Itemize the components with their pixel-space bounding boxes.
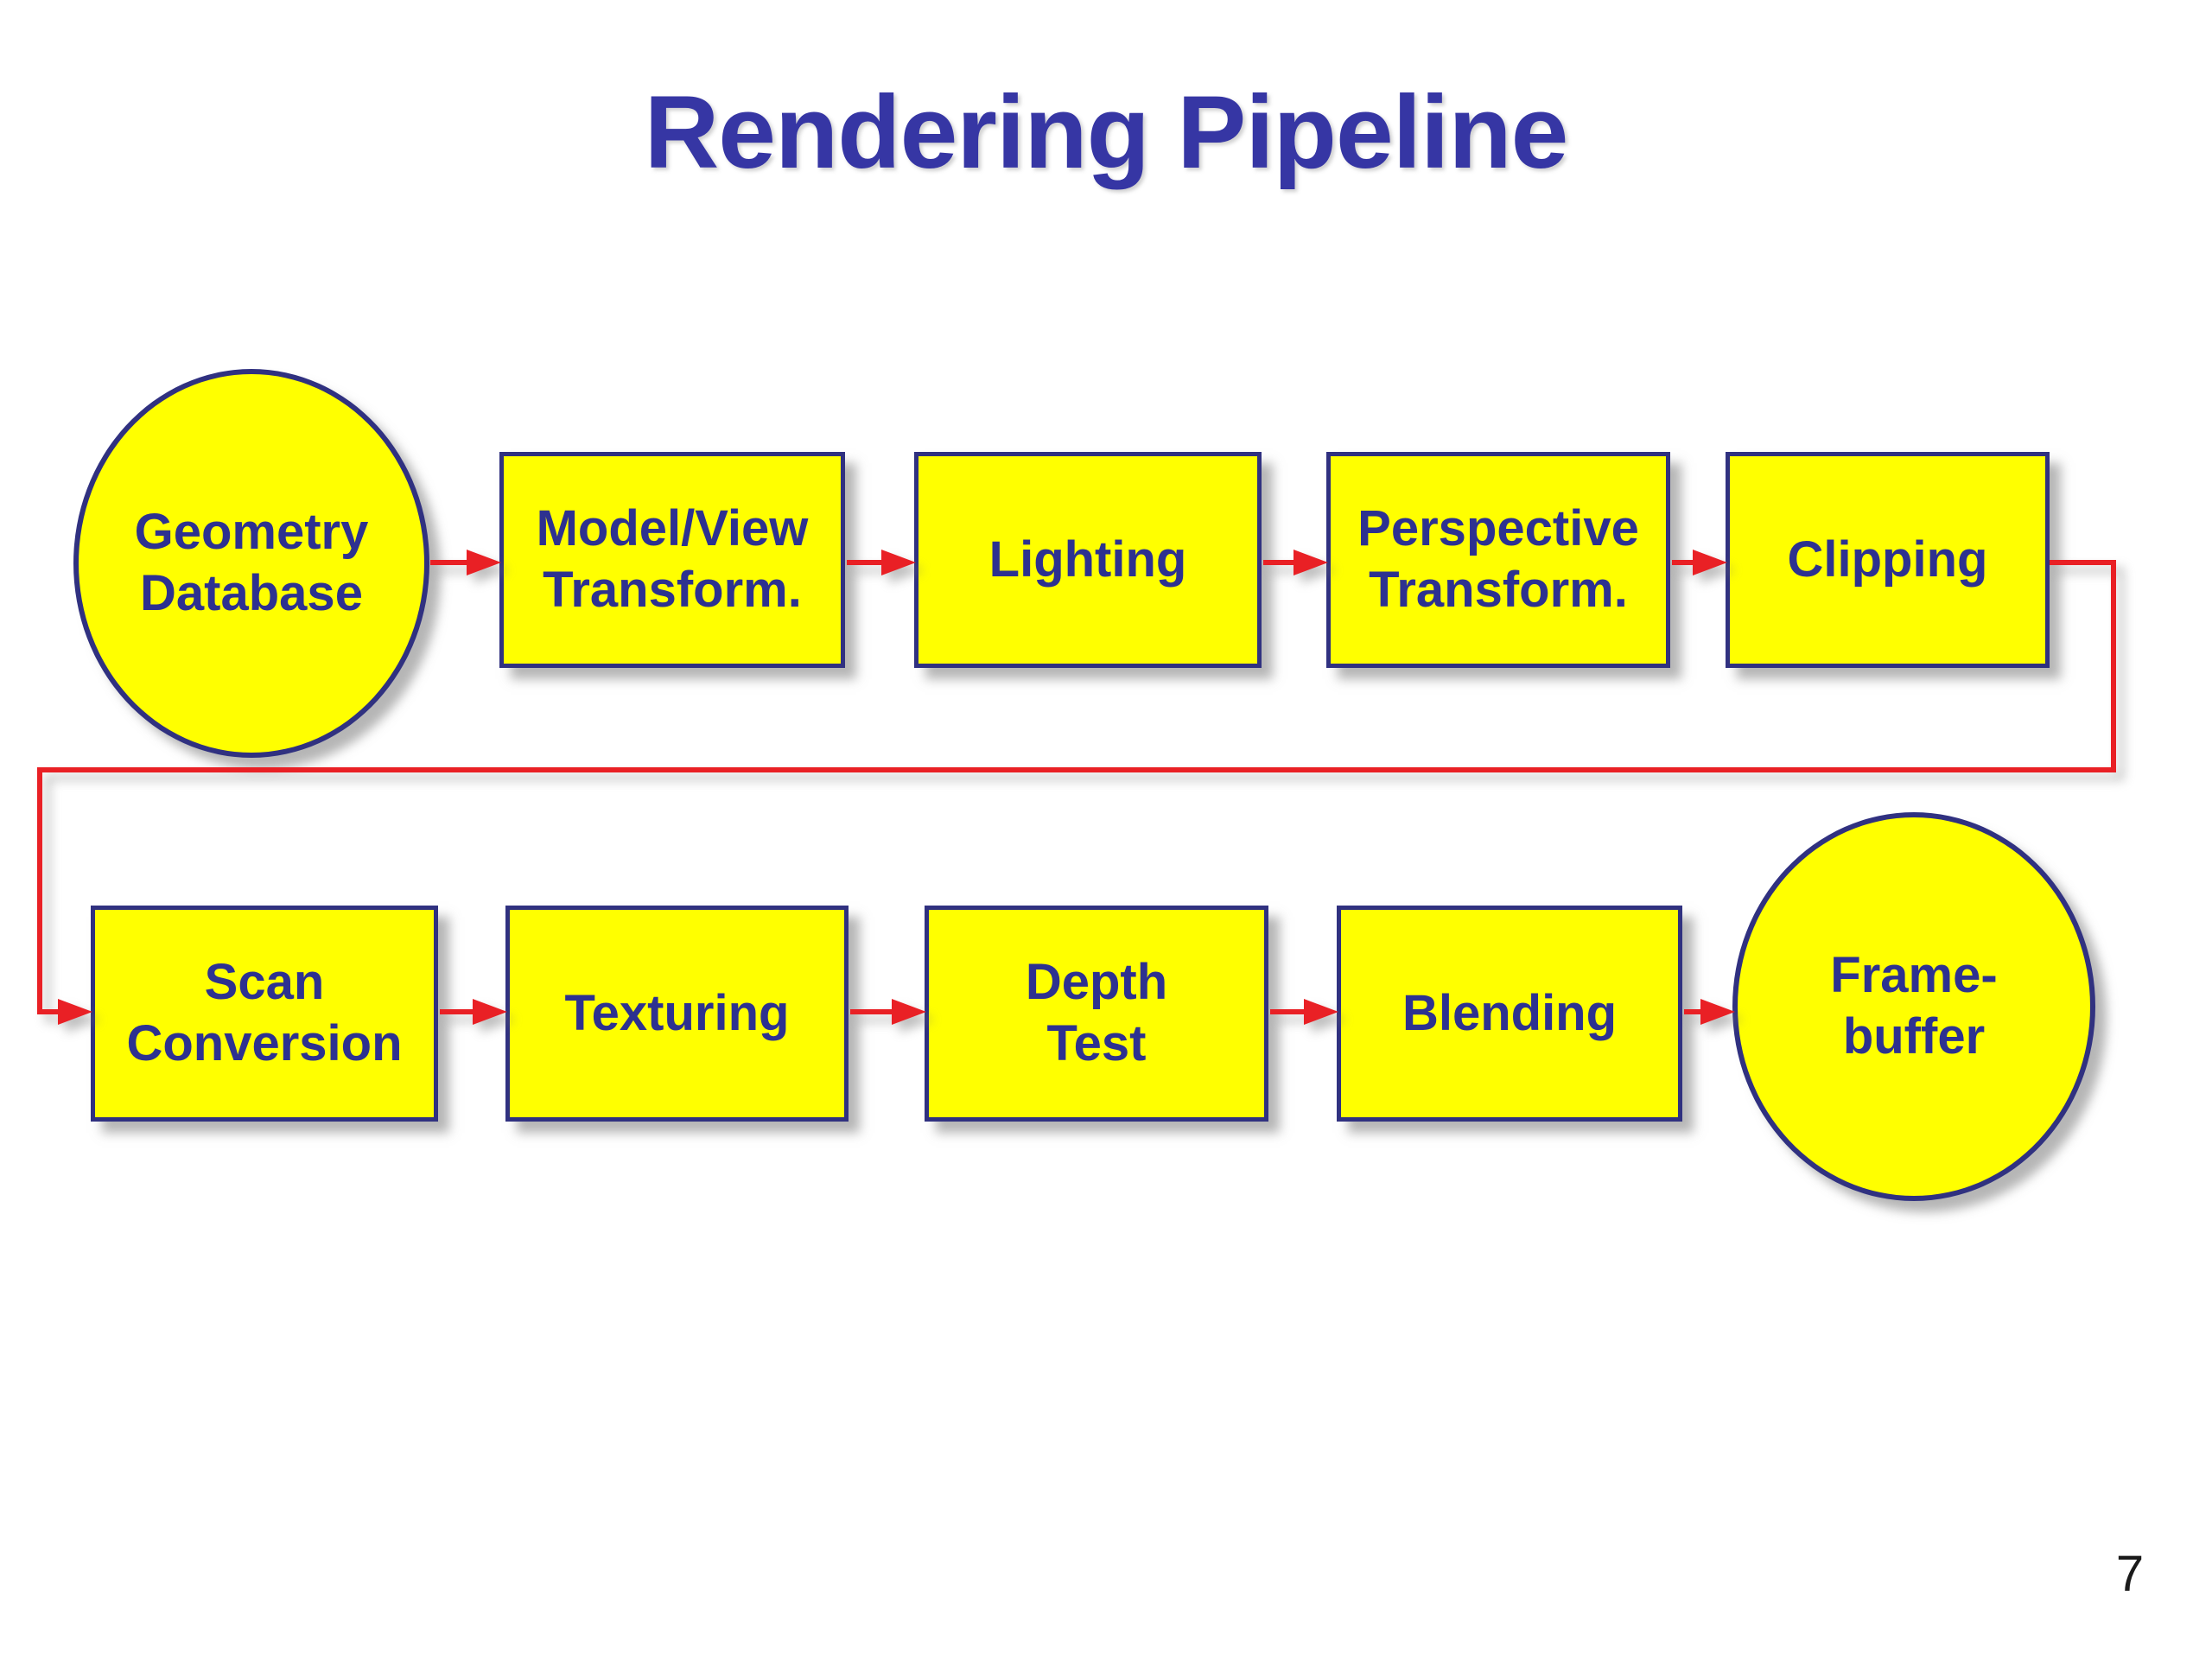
- arrow-scan-to-texturing: [440, 999, 507, 1025]
- arrow-depth-to-blending: [1270, 999, 1338, 1025]
- node-label: Frame- buffer: [1830, 947, 1998, 1065]
- node-scan-conversion: Scan Conversion: [91, 906, 438, 1122]
- node-label: Model/View Transform.: [536, 500, 809, 618]
- node-geometry-database: Geometry Database: [73, 369, 429, 758]
- node-blending: Blending: [1337, 906, 1682, 1122]
- node-label: Depth Test: [1025, 954, 1168, 1071]
- node-lighting: Lighting: [914, 452, 1262, 668]
- arrow-geometry-to-modelview: [430, 550, 501, 575]
- node-label: Blending: [1402, 984, 1618, 1041]
- node-model-view-transform: Model/View Transform.: [499, 452, 845, 668]
- node-clipping: Clipping: [1726, 452, 2050, 668]
- node-label: Perspective Transform.: [1357, 500, 1639, 618]
- node-label: Texturing: [564, 984, 790, 1041]
- node-framebuffer: Frame- buffer: [1732, 812, 2095, 1201]
- arrow-modelview-to-lighting: [847, 550, 916, 575]
- arrow-blending-to-framebuffer: [1684, 999, 1735, 1025]
- node-perspective-transform: Perspective Transform.: [1326, 452, 1670, 668]
- arrow-lighting-to-perspective: [1263, 550, 1328, 575]
- slide-title: Rendering Pipeline: [644, 74, 1569, 190]
- node-texturing: Texturing: [505, 906, 849, 1122]
- node-label: Scan Conversion: [126, 954, 403, 1071]
- node-label: Geometry Database: [134, 504, 369, 621]
- page-number: 7: [2115, 1546, 2145, 1602]
- node-depth-test: Depth Test: [925, 906, 1268, 1122]
- node-label: Lighting: [988, 531, 1187, 588]
- arrow-texturing-to-depth: [850, 999, 926, 1025]
- arrow-perspective-to-clipping: [1672, 550, 1727, 575]
- node-label: Clipping: [1787, 531, 1988, 588]
